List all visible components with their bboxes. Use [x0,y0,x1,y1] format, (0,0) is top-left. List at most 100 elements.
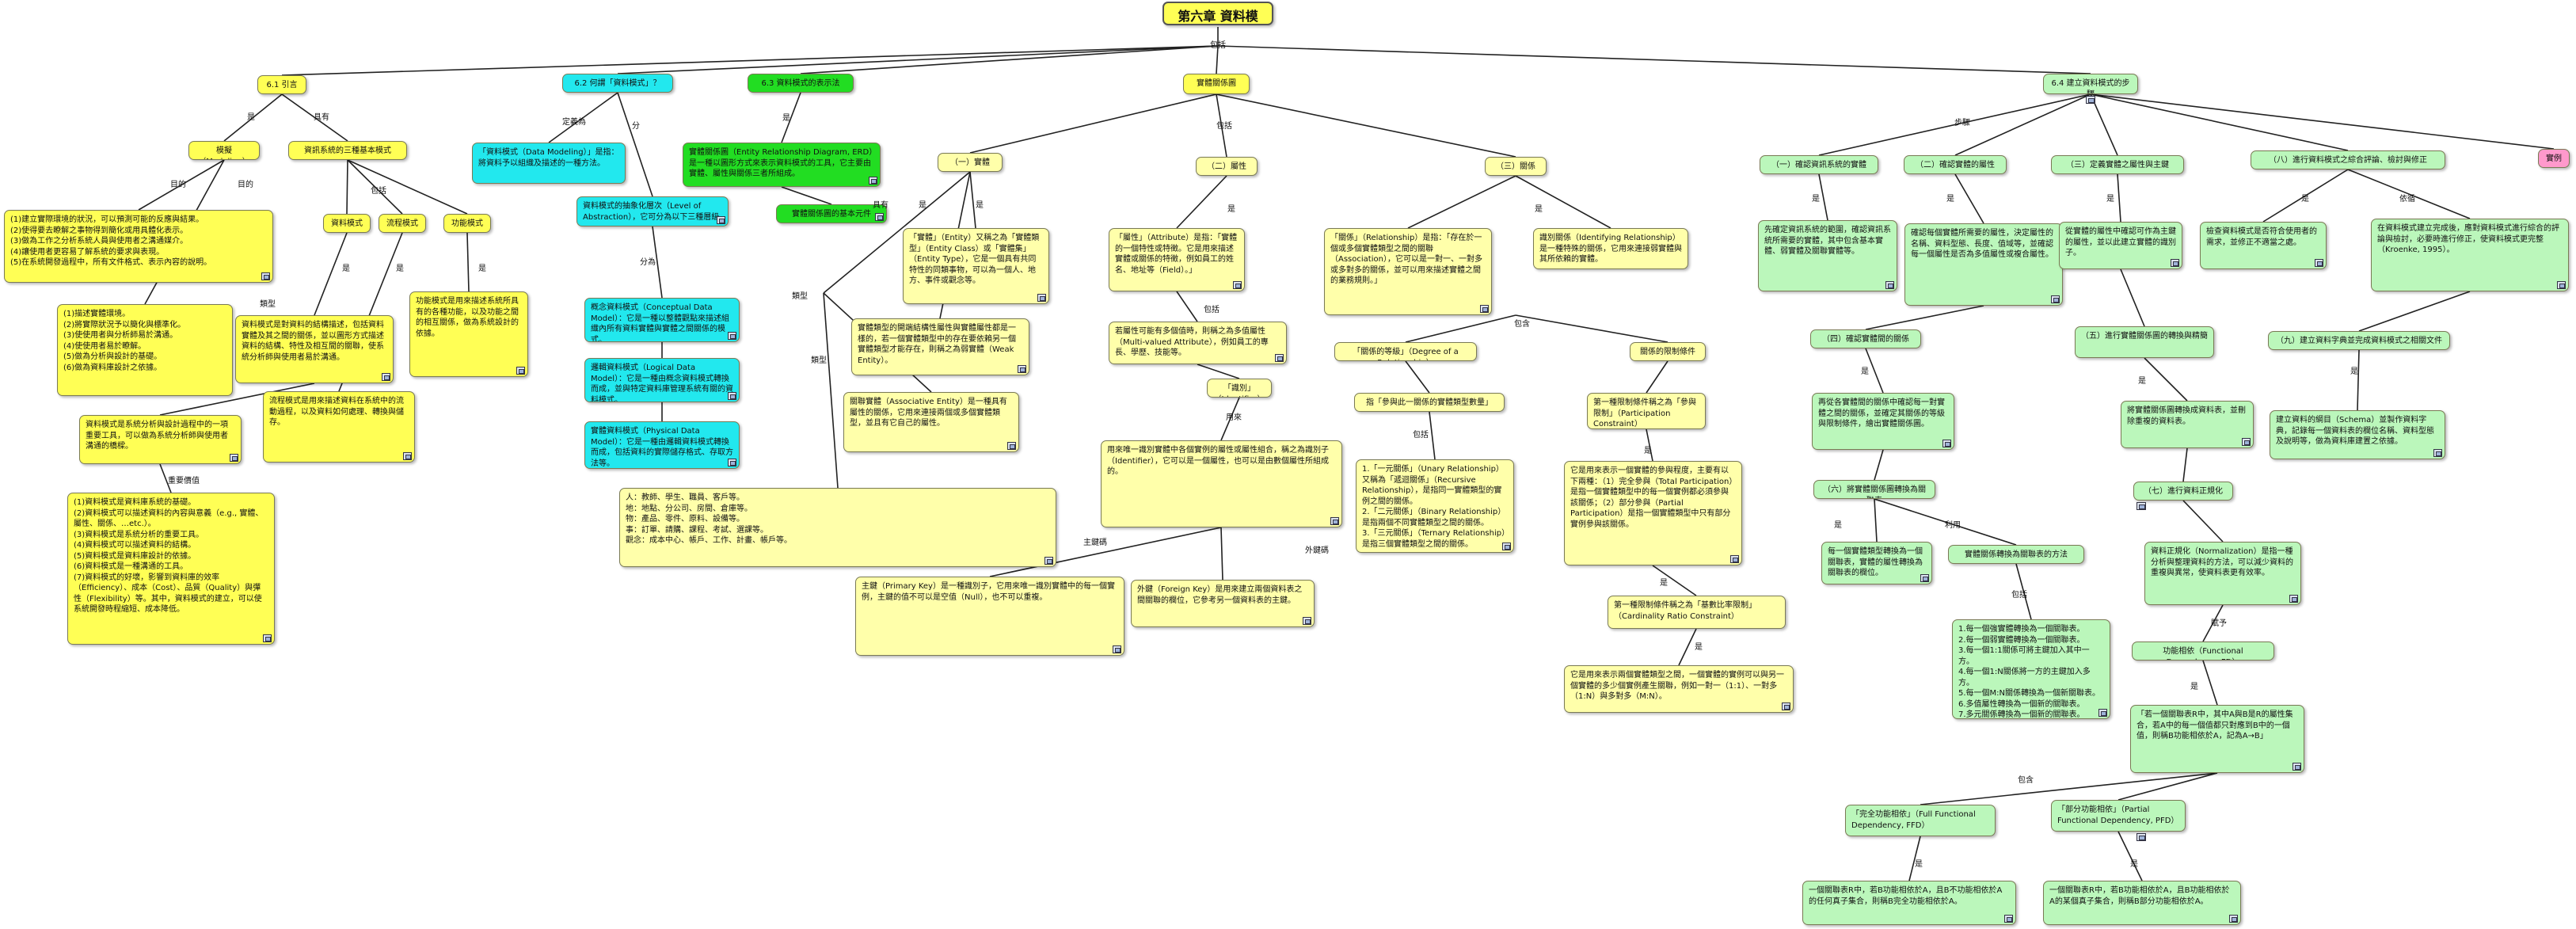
note-icon[interactable] [717,216,725,224]
node-entity-text[interactable]: 「實體」（Entity）又稱之為「實體類型」（Entity Class）或「實體… [903,228,1049,304]
note-icon[interactable] [1885,281,1894,289]
node-step-8[interactable]: （八）進行資料模式之綜合評論、檢討與修正 [2251,150,2445,169]
node-abstraction[interactable]: 資料模式的抽象化層次（Level of Abstraction），它可分為以下三… [576,196,729,227]
node-entity-examples[interactable]: 人：教師、學生、職員、客戶等。 地：地點、分公司、房間、倉庫等。 物：產品、零件… [619,488,1056,567]
node-step-8-text-a[interactable]: 檢查資料模式是否符合使用者的需求，並修正不適當之處。 [2200,222,2327,269]
note-icon[interactable] [728,392,736,400]
node-cardinality[interactable]: 第一種限制條件稱之為「基數比率限制」（Cardinality Ratio Con… [1608,596,1786,629]
note-icon[interactable] [1730,555,1739,563]
node-step-2[interactable]: （二）確認實體的屬性 [1904,155,2007,174]
node-participation[interactable]: 第一種限制條件稱之為「參與限制」（Participation Constrain… [1587,393,1706,429]
note-icon[interactable] [1275,354,1284,362]
note-icon[interactable] [516,367,525,375]
node-step-6-text-a[interactable]: 每一個實體類型轉換為一個關聯表，實體的屬性轉換為關聯表的欄位。 [1821,542,1932,584]
node-step-8-text-b[interactable]: 在資料模式建立完成後，應對資料模式進行綜合的評論與檢討，必要時進行修正，使資料模… [2371,219,2569,291]
node-data-pattern[interactable]: 資料模式 [323,214,371,233]
node-data-pattern-text[interactable]: 資料模式是對資料的結構描述，包括資料實體及其之間的關係，並以圖形方式描述資料的結… [235,315,394,383]
note-icon[interactable] [1330,517,1339,525]
node-participation-text[interactable]: 它是用來表示一個實體的參與程度，主要有以下兩種：（1）完全參與（Total Pa… [1564,461,1742,565]
note-icon[interactable] [2289,595,2298,603]
node-modeling[interactable]: 模擬（Modeling） [188,141,260,160]
node-er-diagram[interactable]: 實體關係圖 [1183,74,1250,94]
note-icon[interactable] [2004,915,2013,923]
note-icon[interactable] [728,332,736,340]
node-step-3[interactable]: （三）定義實體之屬性與主鍵 [2051,155,2184,174]
node-fd-text[interactable]: 「若一個關聯表R中，其中A與B是R的屬性集合，若A中的每一個值都只對應到B中的一… [2130,705,2304,773]
node-ffd-text[interactable]: 一個關聯表R中，若B功能相依於A，且B不功能相依於A的任何真子集合，則稱B完全功… [1802,881,2016,925]
node-step-3-text[interactable]: 從實體的屬性中確認可作為主鍵的屬性，並以此建立實體的識別子。 [2059,222,2182,269]
node-entity[interactable]: （一）實體 [938,153,1003,172]
node-reference[interactable]: 實例 [2538,149,2570,168]
node-pfd[interactable]: 「部分功能相依」（Partial Functional Dependency, … [2051,800,2186,832]
node-assoc-entity[interactable]: 關聯實體（Associative Entity）是一種具有屬性的關係，它用來連接… [843,392,1019,452]
note-icon[interactable] [728,459,736,466]
note-icon[interactable] [1037,294,1046,302]
node-weak-entity[interactable]: 實體類型的開端結構性屬性與實體屬性都是一樣的，若一個實體類型中的存在要依賴另一個… [851,318,1029,375]
node-erd[interactable]: 實體關係圖（Entity Relationship Diagram, ERD）是… [683,143,881,187]
note-icon[interactable] [1113,645,1121,653]
note-icon[interactable] [230,454,238,462]
node-degree-text[interactable]: 指「參與此一關係的實體類型數量」 [1354,393,1505,412]
node-step-6-list[interactable]: 1.每一個強實體轉換為一個關聯表。 2.每一個弱實體轉換為一個關聯表。 3.每一… [1952,619,2110,719]
note-icon[interactable] [1942,440,1951,447]
node-ffd[interactable]: 「完全功能相依」（Full Functional Dependency, FFD… [1845,805,1996,836]
note-icon[interactable] [2293,763,2301,771]
note-icon[interactable] [403,452,412,460]
node-step-7[interactable]: （七）進行資料正規化 [2133,482,2233,501]
node-step-1[interactable]: （一）確認資訊系統的實體 [1760,155,1878,174]
node-cardinality-text[interactable]: 它是用來表示兩個實體類型之間，一個實體的實例可以與另一個實體的多少個實例產生關聯… [1564,665,1794,713]
node-relation-text[interactable]: 「關係」（Relationship）是指：「存在於一個或多個實體類型之間的關聯（… [1324,228,1492,315]
note-icon[interactable] [2137,502,2146,510]
note-icon[interactable] [2098,709,2107,717]
root-node[interactable]: 第六章 資料模式 [1162,2,1273,25]
note-icon[interactable] [263,634,272,642]
node-6-4[interactable]: 6.4 建立資料模式的步驟 [2043,74,2138,94]
node-degree-list[interactable]: 1.「一元關係」（Unary Relationship）又稱為「遞迴關係」（Re… [1356,459,1514,553]
node-fd[interactable]: 功能相依（Functional Dependency, FD） [2132,642,2274,661]
node-step-5[interactable]: （五）進行實體關係圖的轉換與精簡 [2075,326,2214,358]
note-icon[interactable] [2433,449,2442,457]
node-step-9[interactable]: （九）建立資料字典並完成資料模式之相關文件 [2268,331,2450,350]
node-importance[interactable]: (1)資料模式是資料庫系統的基礎。 (2)資料模式可以描述資料的內容與意義（e.… [67,493,275,645]
node-conceptual[interactable]: 概念資料模式（Conceptual Data Model）：它是一種以整體觀點來… [584,298,740,342]
node-multivalued[interactable]: 若屬性可能有多個值時，則稱之為多值屬性（Multi-valued Attribu… [1109,322,1287,364]
node-primary-key[interactable]: 主鍵（Primary Key）是一種識別子，它用來唯一識別實體中的每一個實例，主… [855,577,1124,656]
node-6-1[interactable]: 6.1 引言 [257,75,306,94]
node-definition[interactable]: 「資料模式（Data Modeling）」是指：將資料予以組織及描述的一種方法。 [472,143,626,184]
node-step-9-text[interactable]: 建立資料的綱目（Schema）並製作資料字典，記錄每一個資料表的欄位名稱、資料型… [2270,410,2445,459]
note-icon[interactable] [1782,702,1790,710]
node-step-2-text[interactable]: 確認每個實體所需要的屬性，決定屬性的名稱、資料型態、長度、值域等，並確認每一個屬… [1904,223,2063,306]
node-process-pattern[interactable]: 流程模式 [379,214,426,233]
node-pfd-text[interactable]: 一個關聯表R中，若B功能相依於A，且B功能相依於A的某個真子集合，則稱B部分功能… [2043,881,2241,925]
note-icon[interactable] [875,213,884,221]
node-constraint[interactable]: 關係的限制條件 [1630,342,1706,361]
node-function-pattern-text[interactable]: 功能模式是用來描述系統所具有的各種功能，以及功能之間的相互關係，做為系統設計的依… [409,291,528,377]
note-icon[interactable] [2137,833,2146,841]
node-identifier[interactable]: 「識別」（Identifier） [1207,379,1272,398]
node-6-3[interactable]: 6.3 資料模式的表示法 [748,74,854,93]
note-icon[interactable] [1920,574,1929,582]
note-icon[interactable] [1480,305,1489,313]
node-attribute-text[interactable]: 「屬性」（Attribute）是指：「實體的一個特性或特徵。它是用來描述實體或關… [1109,228,1245,291]
note-icon[interactable] [1044,557,1053,565]
note-icon[interactable] [2229,915,2238,923]
node-erd-basic[interactable]: 實體關係圖的基本元件 [776,204,887,223]
node-step-1-text[interactable]: 先確定資訊系統的範圍，確認資訊系統所需要的實體，其中包含基本實體、弱實體及關聯實… [1758,220,1897,291]
node-step-5-text[interactable]: 將實體關係圖轉換成資料表，並刪除重複的資料表。 [2121,401,2254,448]
note-icon[interactable] [2086,96,2095,104]
node-logical[interactable]: 邏輯資料模式（Logical Data Model）：它是一種由概念資料模式轉換… [584,358,740,402]
note-icon[interactable] [2315,259,2323,267]
node-step-6[interactable]: （六）將實體關係圖轉換為關聯表 [1813,480,1935,499]
note-icon[interactable] [2557,281,2566,289]
note-icon[interactable] [2051,295,2060,303]
node-6-2[interactable]: 6.2 何謂「資料模式」？ [562,74,673,93]
note-icon[interactable] [261,272,270,280]
note-icon[interactable] [1007,442,1016,450]
node-data-value[interactable]: 資料模式是系統分析與設計過程中的一項重要工具，可以做為系統分析師與使用者溝通的橋… [79,415,242,464]
note-icon[interactable] [2171,259,2179,267]
note-icon[interactable] [1303,617,1311,625]
node-model-purpose-list[interactable]: (1)描述實體環境。 (2)將實際狀況予以簡化與標準化。 (3)使使用者與分析師… [57,304,233,396]
node-attribute[interactable]: （二）屬性 [1196,157,1258,176]
note-icon[interactable] [1233,281,1242,289]
note-icon[interactable] [1502,543,1511,550]
